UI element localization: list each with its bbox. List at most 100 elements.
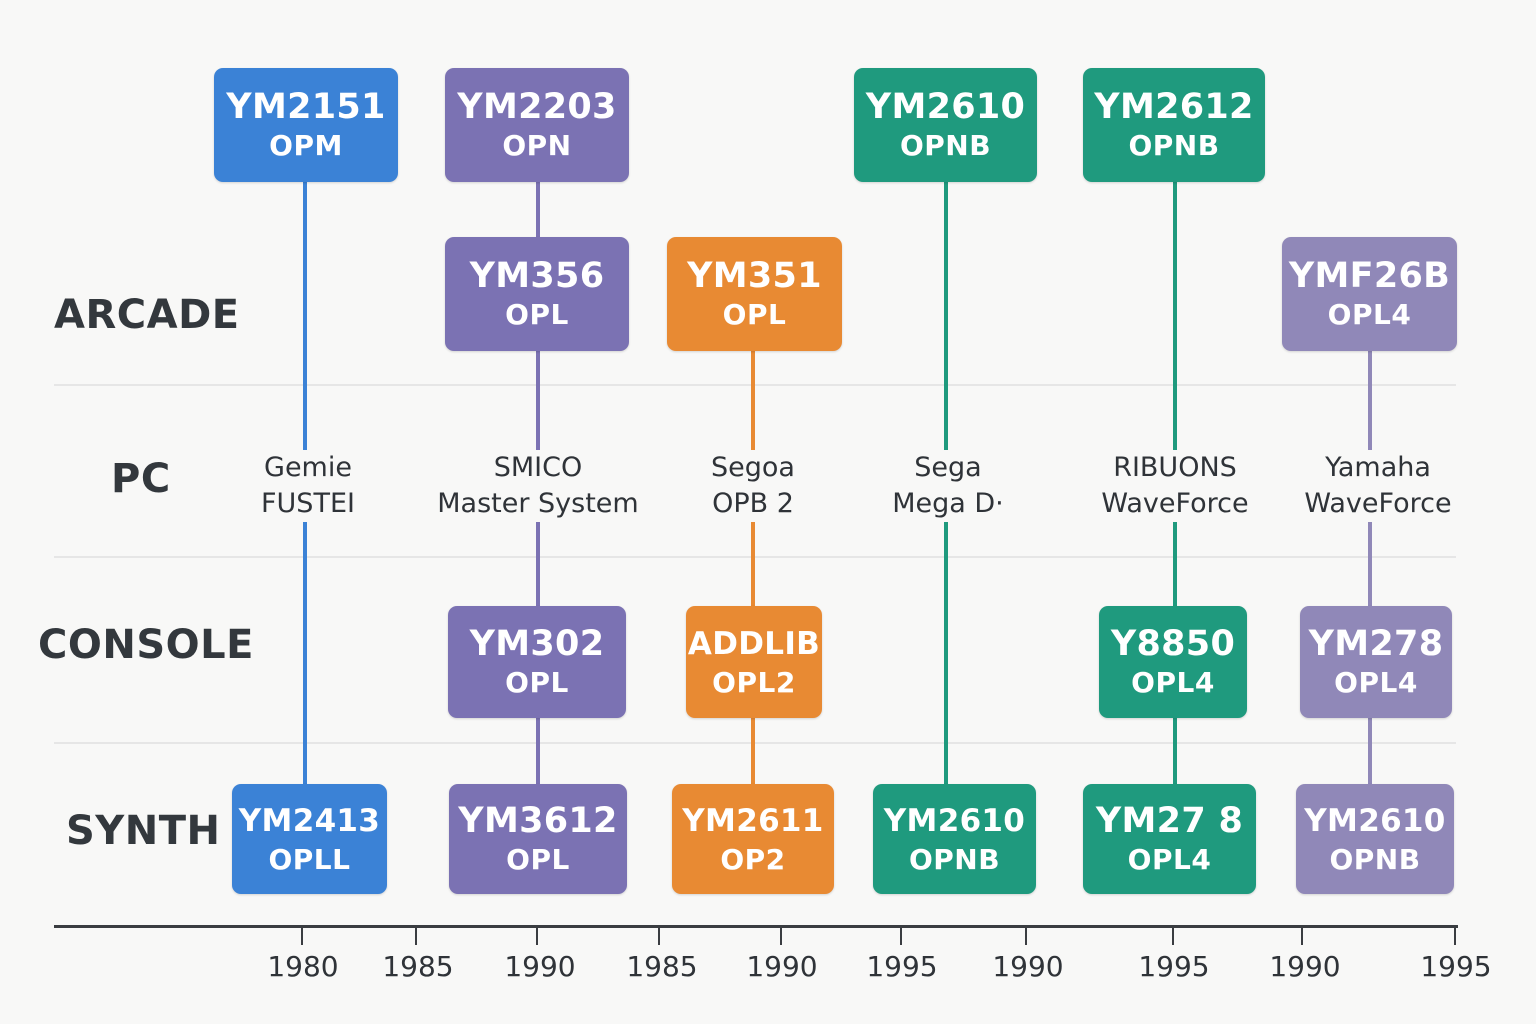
axis-tick bbox=[415, 925, 417, 945]
chip-model: Y8850 bbox=[1110, 624, 1236, 664]
chip-model: YMF26B bbox=[1288, 256, 1451, 296]
chip-box-ym2610: YM2610 OPNB bbox=[873, 784, 1036, 894]
row-divider bbox=[54, 742, 1456, 744]
system-label-line1: Yamaha bbox=[1325, 452, 1431, 483]
chip-family: OPNB bbox=[1329, 843, 1421, 876]
chip-box-ym3612: YM3612 OPL bbox=[449, 784, 627, 894]
chip-model: YM2610 bbox=[1304, 803, 1446, 839]
chip-box-ym356: YM356 OPL bbox=[445, 237, 629, 351]
chip-box-ymf26b: YMF26B OPL4 bbox=[1282, 237, 1457, 351]
chip-model: YM278 bbox=[1308, 624, 1444, 664]
row-label-pc: PC bbox=[111, 456, 171, 502]
chip-family: OPL4 bbox=[1127, 843, 1212, 876]
connector-line bbox=[1368, 348, 1372, 788]
axis-tick-label: 1990 bbox=[1269, 950, 1341, 983]
axis-tick bbox=[658, 925, 660, 945]
axis-tick-label: 1990 bbox=[746, 950, 818, 983]
chip-box-ym2413: YM2413 OPLL bbox=[232, 784, 387, 894]
chip-box-ym2610: YM2610 OPNB bbox=[854, 68, 1037, 182]
chip-family: OPL4 bbox=[1334, 666, 1418, 699]
system-label-line2: FUSTEI bbox=[261, 488, 355, 519]
chip-box-ym278: YM278 OPL4 bbox=[1300, 606, 1452, 718]
axis-tick-label: 1990 bbox=[992, 950, 1064, 983]
chip-family: OPL4 bbox=[1327, 298, 1412, 331]
system-label-line1: Sega bbox=[914, 452, 982, 483]
system-label: Segoa OPB 2 bbox=[688, 450, 818, 522]
axis-tick-label: 1995 bbox=[1420, 950, 1492, 983]
axis-tick bbox=[1454, 925, 1456, 945]
chip-box-ym2151: YM2151 OPM bbox=[214, 68, 398, 182]
chip-model: YM2610 bbox=[883, 803, 1026, 839]
chip-family: OPL bbox=[505, 298, 569, 331]
chip-box-ym2610: YM2610 OPNB bbox=[1296, 784, 1454, 894]
system-label-line2: OPB 2 bbox=[712, 488, 794, 519]
system-label-line2: WaveForce bbox=[1101, 488, 1249, 519]
system-label-line2: Master System bbox=[437, 488, 639, 519]
system-label: Gemie FUSTEI bbox=[238, 450, 378, 522]
chip-model: YM2413 bbox=[238, 803, 381, 839]
axis-tick-label: 1995 bbox=[1138, 950, 1210, 983]
timeline-axis bbox=[54, 925, 1458, 928]
system-label: Sega Mega D· bbox=[880, 450, 1016, 522]
row-label-console: CONSOLE bbox=[38, 622, 254, 668]
chip-model: YM2610 bbox=[865, 87, 1026, 127]
axis-tick-label: 1985 bbox=[382, 950, 454, 983]
chip-family: OPLL bbox=[268, 843, 351, 876]
chip-model: ADDLIB bbox=[687, 626, 821, 662]
chip-family: OPL bbox=[722, 298, 787, 331]
axis-tick bbox=[536, 925, 538, 945]
chip-model: YM2203 bbox=[457, 87, 617, 127]
system-label-line1: Segoa bbox=[711, 452, 795, 483]
chip-family: OPNB bbox=[908, 843, 1001, 876]
chip-family: OP2 bbox=[720, 843, 786, 876]
system-label-line1: SMICO bbox=[493, 452, 583, 483]
axis-tick-label: 1990 bbox=[504, 950, 576, 983]
system-label-line2: Mega D· bbox=[892, 488, 1004, 519]
axis-tick-label: 1995 bbox=[866, 950, 938, 983]
chip-family: OPL4 bbox=[1131, 666, 1215, 699]
chip-model: YM3612 bbox=[458, 801, 618, 841]
chip-box-ym302: YM302 OPL bbox=[448, 606, 626, 718]
chip-box-ym2611: YM2611 OP2 bbox=[672, 784, 834, 894]
chip-family: OPNB bbox=[1128, 129, 1220, 162]
chip-family: OPL2 bbox=[712, 666, 796, 699]
chip-box-ym27-8: YM27 8 OPL4 bbox=[1083, 784, 1256, 894]
row-label-synth: SYNTH bbox=[66, 808, 221, 854]
chip-model: YM2612 bbox=[1094, 87, 1254, 127]
chip-box-ym2203: YM2203 OPN bbox=[445, 68, 629, 182]
row-label-arcade: ARCADE bbox=[54, 292, 240, 338]
chip-family: OPL bbox=[506, 843, 570, 876]
system-label: SMICO Master System bbox=[430, 450, 646, 522]
axis-tick bbox=[1301, 925, 1303, 945]
chip-model: YM2611 bbox=[682, 803, 824, 839]
chip-model: YM356 bbox=[469, 256, 605, 296]
chip-model: YM2151 bbox=[226, 87, 386, 127]
chip-family: OPNB bbox=[899, 129, 992, 162]
system-label-line1: Gemie bbox=[264, 452, 352, 483]
chip-family: OPM bbox=[269, 129, 343, 162]
chip-model: YM27 8 bbox=[1095, 801, 1244, 841]
axis-tick bbox=[780, 925, 782, 945]
system-label-line2: WaveForce bbox=[1304, 488, 1452, 519]
connector-line bbox=[751, 348, 755, 788]
system-label-line1: RIBUONS bbox=[1113, 452, 1237, 483]
axis-tick bbox=[1172, 925, 1174, 945]
axis-tick bbox=[900, 925, 902, 945]
chip-box-y8850: Y8850 OPL4 bbox=[1099, 606, 1247, 718]
axis-tick-label: 1980 bbox=[267, 950, 339, 983]
axis-tick-label: 1985 bbox=[626, 950, 698, 983]
chip-model: YM351 bbox=[687, 256, 822, 296]
chip-model: YM302 bbox=[469, 624, 605, 664]
row-divider bbox=[54, 556, 1456, 558]
chip-box-ym2612: YM2612 OPNB bbox=[1083, 68, 1265, 182]
axis-tick bbox=[1025, 925, 1027, 945]
chip-family: OPN bbox=[502, 129, 572, 162]
system-label: Yamaha WaveForce bbox=[1296, 450, 1460, 522]
chip-box-addlib: ADDLIB OPL2 bbox=[686, 606, 822, 718]
row-divider bbox=[54, 384, 1456, 386]
chip-box-ym351: YM351 OPL bbox=[667, 237, 842, 351]
axis-tick bbox=[301, 925, 303, 945]
chip-family: OPL bbox=[505, 666, 569, 699]
system-label: RIBUONS WaveForce bbox=[1090, 450, 1260, 522]
